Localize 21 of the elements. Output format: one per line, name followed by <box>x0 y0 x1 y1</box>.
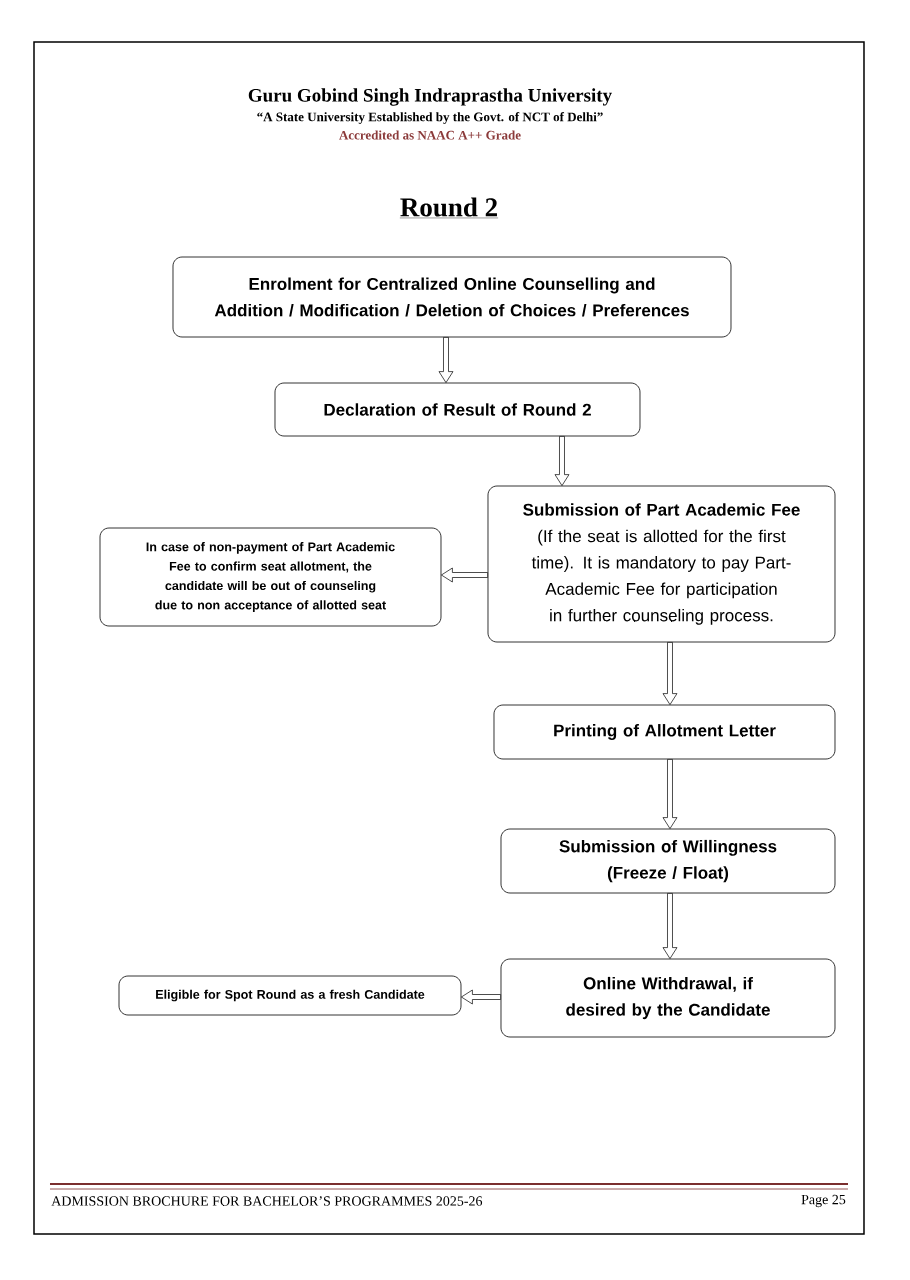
arrow <box>441 567 488 583</box>
arrow <box>662 893 678 959</box>
arrow <box>461 989 501 1005</box>
accreditation-text: Accredited as NAAC A++ Grade <box>339 130 521 140</box>
arrow <box>554 436 570 486</box>
tagline: “A State University Established by the Govt. of NCT of Delhi” <box>257 112 603 124</box>
arrow <box>438 337 454 383</box>
process-box: Submission of Part Academic Fee (If the seat is allotted for the first time). It is mandatory to pay Part-Academic Fee for participation in further counseling process. <box>487 485 836 643</box>
process-box: Enrolment for Centralized Online Counselling and Addition / Modification / Deletion of Choices / Preferences <box>172 256 732 338</box>
process-box: Eligible for Spot Round as a fresh Candidate <box>118 975 462 1016</box>
page-number: Page 25 <box>801 1194 846 1208</box>
university-name: Guru Gobind Singh Indraprastha University <box>248 88 612 106</box>
process-box: In case of non-payment of Part Academic Fee to confirm seat allotment, the candidate will be out of counseling due to non acceptance of allotted seat <box>99 527 442 627</box>
page-title: Round 2 <box>399 197 499 219</box>
arrow <box>662 759 678 829</box>
process-box: Declaration of Result of Round 2 <box>274 382 641 437</box>
process-box: Online Withdrawal, if desired by the Candidate <box>500 958 836 1038</box>
footer-text: ADMISSION BROCHURE FOR BACHELOR’S PROGRAMMES 2025-26 <box>51 1196 483 1206</box>
process-box: Printing of Allotment Letter <box>493 704 836 760</box>
arrow <box>662 642 678 705</box>
process-box: Submission of Willingness (Freeze / Float) <box>500 828 836 894</box>
